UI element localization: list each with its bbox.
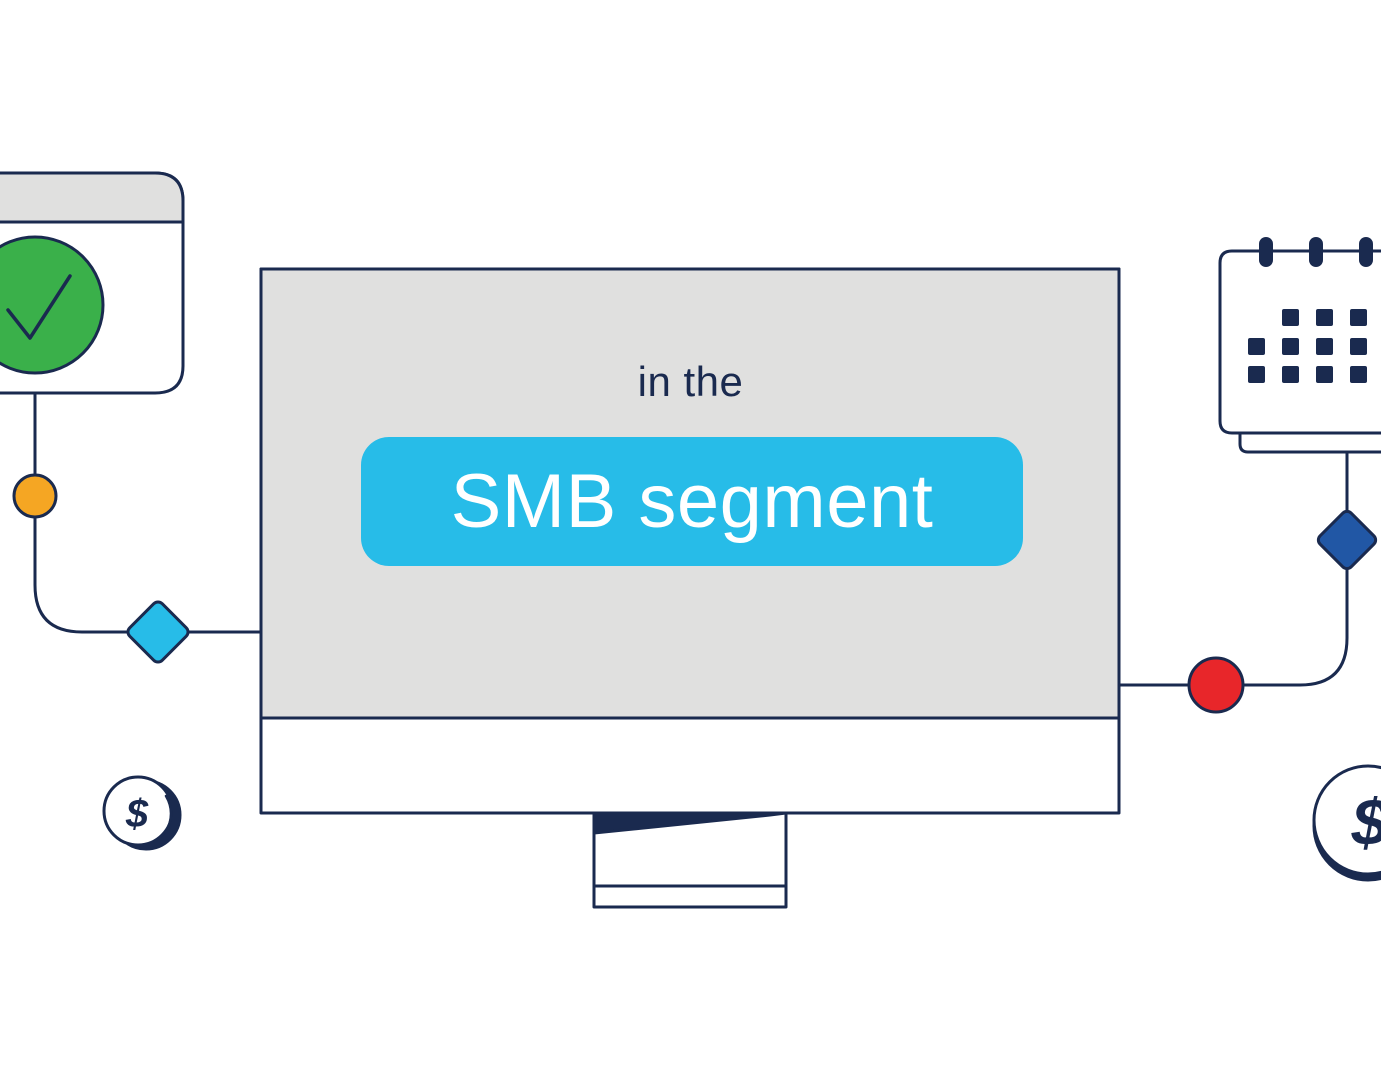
dollar-icon-right: $: [1351, 785, 1381, 859]
headline-prefix: in the: [637, 358, 744, 405]
check-window-icon: [0, 171, 185, 395]
headline-highlight: SMB segment: [450, 458, 934, 544]
cyan-diamond-node-icon: [126, 600, 190, 664]
right-connector-line: [1117, 450, 1349, 687]
left-connector-line: [33, 391, 264, 634]
orange-node-icon: [12, 473, 58, 519]
headline-highlight-pill: SMB segment: [361, 437, 1023, 566]
dollar-icon: $: [125, 792, 149, 836]
red-node-icon: [1187, 656, 1245, 714]
coin-icon: [102, 775, 182, 851]
coin-icon-right: [1312, 764, 1381, 882]
calendar-icon: [1218, 249, 1381, 454]
blue-diamond-node-icon: [1316, 509, 1378, 571]
